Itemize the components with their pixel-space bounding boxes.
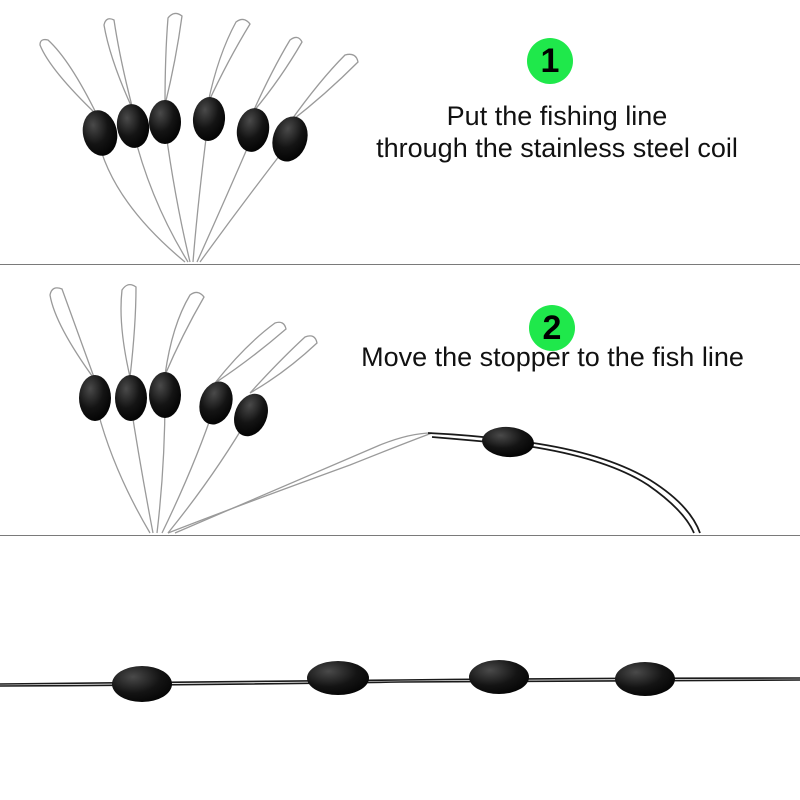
step-1-number: 1 xyxy=(540,41,560,80)
step-2-caption-line-1: Move the stopper to the fish line xyxy=(361,342,744,372)
step-1-caption-line-1: Put the fishing line xyxy=(446,101,668,131)
stopper-bead xyxy=(116,104,150,148)
result-panel xyxy=(0,536,800,800)
stopper-bead xyxy=(236,108,270,152)
stopper-bead-on-line xyxy=(482,426,534,458)
stopper-bead xyxy=(79,375,111,421)
stopper-bead xyxy=(199,381,233,425)
stopper-bead xyxy=(615,662,675,696)
stopper-bead xyxy=(469,660,529,694)
stopper-transfer-illustration xyxy=(49,283,701,534)
stopper-bead xyxy=(115,375,147,421)
stopper-beads xyxy=(82,97,308,162)
step-1-caption-line-2: through the stainless steel coil xyxy=(376,133,738,164)
stopper-bead xyxy=(272,116,308,162)
stopper-bead xyxy=(149,372,181,418)
step-1-badge: 1 xyxy=(527,38,573,84)
stopper-bead xyxy=(149,100,181,144)
stoppers-on-fishing-line-illustration xyxy=(0,660,800,702)
stopper-bead xyxy=(82,110,118,156)
stopper-bead xyxy=(307,661,369,695)
stopper-bead xyxy=(112,666,172,702)
step-2-panel: 2 Move the stopper to the fish line xyxy=(0,265,800,535)
stopper-beads xyxy=(112,660,675,702)
step-2-number: 2 xyxy=(542,308,562,347)
stopper-bead xyxy=(192,97,226,141)
stopper-beads xyxy=(79,372,534,458)
step-1-caption: Put the fishing line through the stainle… xyxy=(352,100,762,165)
fishing-line xyxy=(427,432,701,534)
step-1-panel: 1 Put the fishing line through the stain… xyxy=(0,0,800,264)
stoppers-on-wire-coils-illustration xyxy=(39,12,359,263)
divider-2 xyxy=(0,535,800,536)
step-2-badge: 2 xyxy=(529,305,575,351)
divider-1 xyxy=(0,264,800,265)
step-2-caption: Move the stopper to the fish line xyxy=(345,341,760,373)
stopper-bead xyxy=(234,393,268,437)
